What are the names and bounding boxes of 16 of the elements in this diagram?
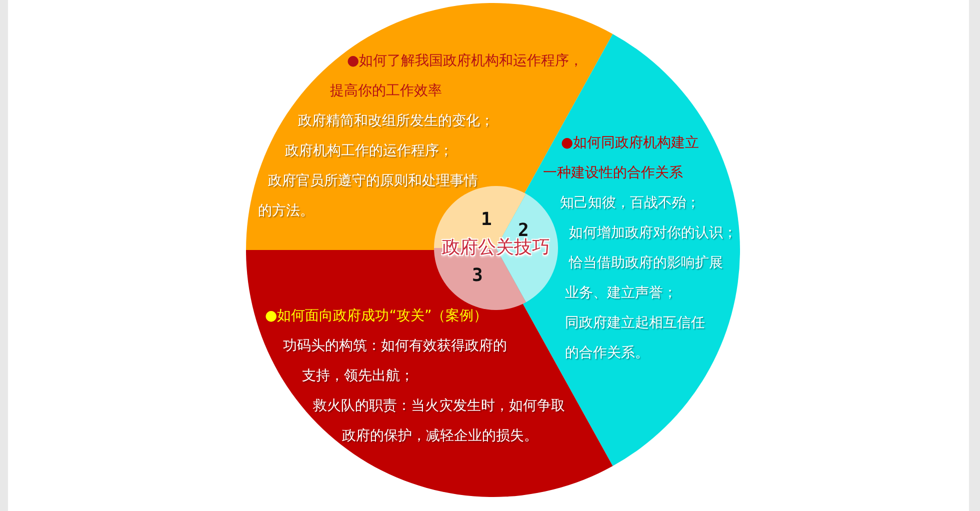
body-text: 同政府建立起相互信任的合作关系。 <box>565 314 706 363</box>
sector-number: 3 <box>472 267 483 285</box>
body-text: 政府精简和改组所发生的变化； <box>298 112 494 131</box>
body-text: 知己知彼，百战不殆； <box>560 194 700 213</box>
section-heading: ●如何面向政府成功“攻关”（案例） <box>265 307 488 326</box>
center-circle <box>434 186 558 310</box>
sector-number: 1 <box>481 211 492 229</box>
section-heading: ●如何了解我国政府机构和运作程序，提高你的工作效率 <box>330 52 584 101</box>
section-heading: ●如何同政府机构建立一种建设性的合作关系 <box>543 134 700 183</box>
center-title: 政府公关技巧 <box>442 236 550 260</box>
body-text: 恰当借助政府的影响扩展业务、建立声誉； <box>565 254 724 303</box>
body-text: 功码头的构筑：如何有效获得政府的支持，领先出航； <box>283 337 508 386</box>
body-text: 政府官员所遵守的原则和处理事情的方法。 <box>258 172 478 221</box>
body-text: 政府机构工作的运作程序； <box>285 142 453 161</box>
body-text: 救火队的职责：当火灾发生时，如何争取政府的保护，减轻企业的损失。 <box>313 397 566 446</box>
body-text: 如何增加政府对你的认识； <box>569 224 737 243</box>
